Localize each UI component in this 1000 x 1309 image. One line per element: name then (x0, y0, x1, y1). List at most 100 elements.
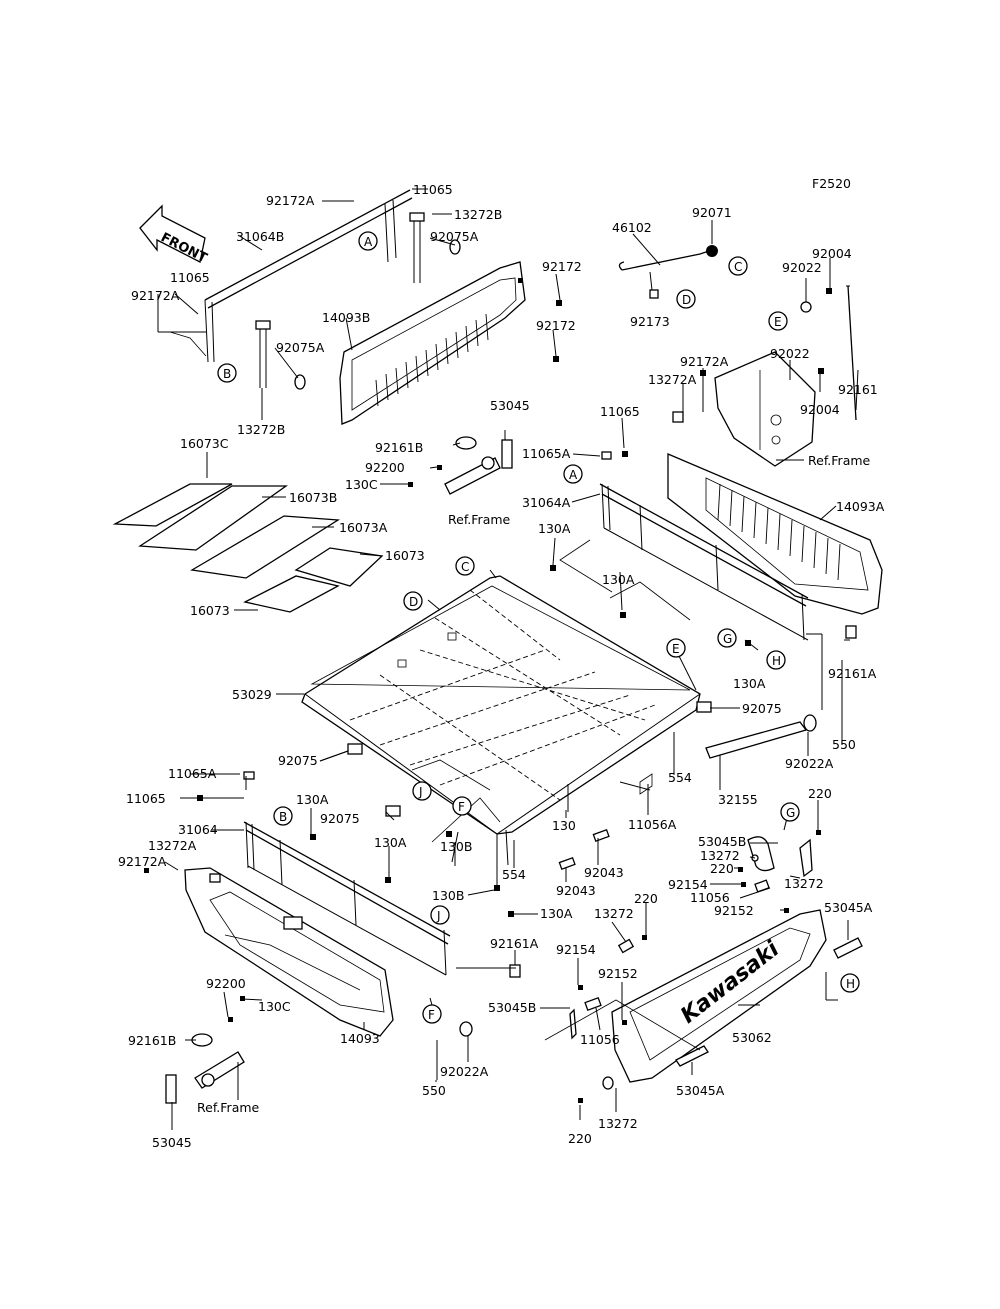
callout-d-mid: D (403, 591, 423, 611)
label-92075-lower: 92075 (320, 811, 360, 826)
label-92161: 92161 (838, 382, 878, 397)
label-92043: 92043 (584, 865, 624, 880)
label-92022a-right: 92022A (785, 756, 834, 771)
svg-text:G: G (723, 632, 732, 646)
label-53045-bottom: 53045 (152, 1135, 192, 1150)
label-11056a: 11056A (628, 817, 677, 832)
svg-text:B: B (223, 367, 231, 381)
side-panel-53062: Kawasaki (611, 909, 863, 1083)
callout-e-top: E (768, 311, 788, 331)
svg-text:A: A (569, 468, 578, 482)
label-92172a: 92172A (266, 193, 315, 208)
label-220-right2: 220 (710, 861, 734, 876)
svg-text:F: F (428, 1008, 435, 1022)
label-53062: 53062 (732, 1030, 772, 1045)
label-16073-lower: 16073 (190, 603, 230, 618)
label-130c-top: 130C (345, 477, 378, 492)
label-13272-right2: 13272 (784, 876, 824, 891)
latch-53045-top (408, 436, 513, 495)
callout-h-mid: H (766, 650, 786, 670)
label-16073b: 16073B (289, 490, 337, 505)
label-92075a-left: 92075A (276, 340, 325, 355)
label-130a-center: 130A (540, 906, 573, 921)
label-92071: 92071 (692, 205, 732, 220)
label-13272a-right: 13272A (648, 372, 697, 387)
label-92022a-bottom: 92022A (440, 1064, 489, 1079)
label-92161b-bottom: 92161B (128, 1033, 176, 1048)
frame-31064a (550, 451, 809, 646)
label-16073: 16073 (385, 548, 425, 563)
label-92200-top: 92200 (365, 460, 405, 475)
part-labels: 11065 92172A 13272B 31064B 92075A 11065 … (118, 182, 885, 1150)
label-53045a-bottom: 53045A (676, 1083, 725, 1098)
side-panel-14093 (184, 867, 394, 1037)
label-92154-right: 92154 (668, 877, 708, 892)
label-53045a-right: 53045A (824, 900, 873, 915)
diagram-code: F2520 (812, 176, 851, 191)
label-92075-right: 92075 (742, 701, 782, 716)
rod-32155 (505, 700, 843, 870)
label-220-center: 220 (634, 891, 658, 906)
label-92172a-left: 92172A (131, 288, 180, 303)
label-92172-lower: 92172 (536, 318, 576, 333)
callout-h-bottom: H (840, 973, 860, 993)
callout-c-top: C (728, 256, 748, 276)
label-53045b-right: 53045B (698, 834, 746, 849)
label-550-bottom: 550 (422, 1083, 446, 1098)
label-11065-right: 11065 (600, 404, 640, 419)
label-130c-bottom: 130C (258, 999, 291, 1014)
callout-b-bottom: B (273, 806, 293, 826)
reference-lines (169, 331, 701, 1051)
label-11056-center: 11056 (580, 1032, 620, 1047)
label-31064b: 31064B (236, 229, 284, 244)
label-13272-right: 13272 (700, 848, 740, 863)
callout-e-mid: E (666, 638, 686, 658)
label-92022-lower: 92022 (770, 346, 810, 361)
label-92161b-top: 92161B (375, 440, 423, 455)
label-92004: 92004 (812, 246, 852, 261)
label-130b: 130B (440, 839, 472, 854)
label-550-right: 550 (832, 737, 856, 752)
svg-text:J: J (418, 785, 423, 799)
label-92161a-right: 92161A (828, 666, 877, 681)
svg-text:B: B (279, 810, 287, 824)
label-92154-center: 92154 (556, 942, 596, 957)
svg-text:D: D (682, 293, 691, 307)
callout-a-mid: A (563, 464, 583, 484)
label-554-right: 554 (668, 770, 692, 785)
frame-31064 (144, 771, 521, 978)
svg-text:F: F (458, 800, 465, 814)
label-130: 130 (552, 818, 576, 833)
label-220-bottom: 220 (568, 1131, 592, 1146)
svg-text:J: J (436, 909, 441, 923)
label-ref-frame-top: Ref.Frame (448, 512, 511, 527)
label-46102: 46102 (612, 220, 652, 235)
label-92200-bottom: 92200 (206, 976, 246, 991)
label-16073a: 16073A (339, 520, 388, 535)
svg-text:C: C (461, 560, 469, 574)
label-92075-left: 92075 (278, 753, 318, 768)
label-92004-lower: 92004 (800, 402, 840, 417)
label-11065a-right: 11065A (522, 446, 571, 461)
circle-callouts: A B C D E A C D E G H J F B J F G H (217, 231, 860, 1024)
front-arrow-icon: FRONT (139, 204, 209, 266)
callout-c-mid: C (455, 556, 475, 576)
latch-53045-bottom (165, 996, 473, 1104)
label-92161a-center: 92161A (490, 936, 539, 951)
label-130a-bottom2: 130A (374, 835, 407, 850)
callout-g-bottom: G (780, 802, 800, 822)
label-53029: 53029 (232, 687, 272, 702)
callout-d-top: D (676, 289, 696, 309)
label-92043-lower: 92043 (556, 883, 596, 898)
label-92075a: 92075A (430, 229, 479, 244)
svg-text:D: D (409, 595, 418, 609)
label-ref-frame-right: Ref.Frame (808, 453, 871, 468)
label-14093: 14093 (340, 1031, 380, 1046)
callout-g-mid: G (717, 628, 737, 648)
label-53045-top: 53045 (490, 398, 530, 413)
label-11065: 11065 (413, 182, 453, 197)
label-130b-lower: 130B (432, 888, 464, 903)
svg-text:H: H (846, 977, 855, 991)
label-13272-bottom: 13272 (598, 1116, 638, 1131)
